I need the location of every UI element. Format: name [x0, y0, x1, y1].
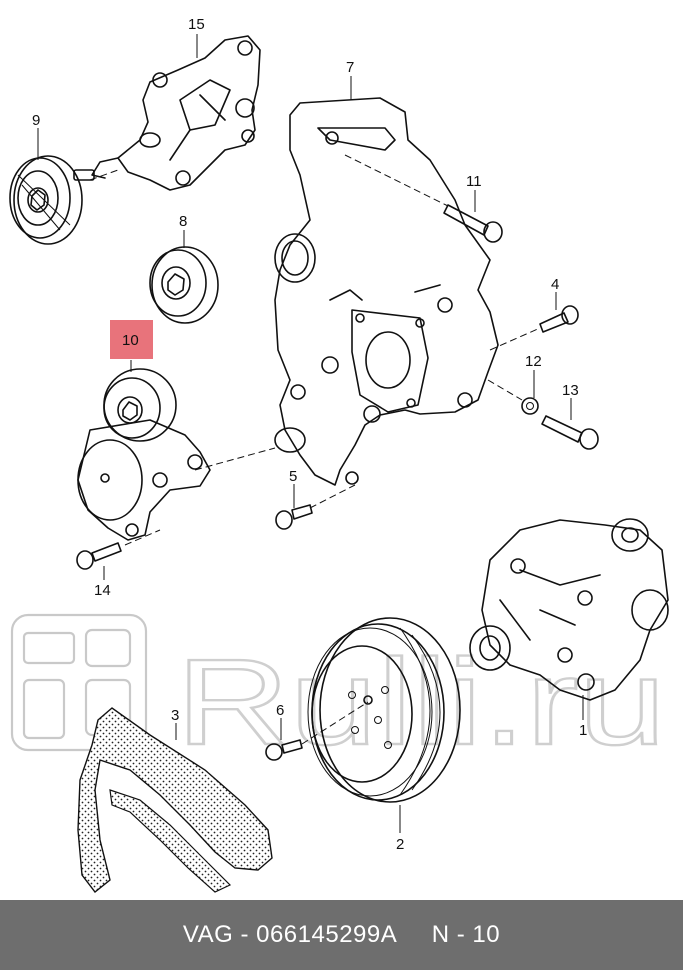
label-part-4[interactable]: 4	[551, 276, 559, 293]
label-part-3[interactable]: 3	[171, 707, 179, 724]
label-part-1[interactable]: 1	[579, 722, 587, 739]
part-14-bolt	[76, 542, 122, 570]
label-part-5[interactable]: 5	[289, 468, 297, 485]
highlight-box	[110, 320, 153, 359]
label-part-10[interactable]: 10	[122, 332, 139, 349]
part-12-washer	[521, 397, 539, 415]
label-part-9[interactable]: 9	[32, 112, 40, 129]
label-part-6[interactable]: 6	[276, 702, 284, 719]
label-part-13[interactable]: 13	[562, 382, 579, 399]
part-9-pulley	[9, 155, 95, 245]
label-part-11[interactable]: 11	[466, 173, 482, 190]
watermark: Rulli.ru	[10, 613, 667, 771]
label-part-14[interactable]: 14	[94, 582, 111, 599]
leader-lines	[37, 34, 584, 833]
label-part-2[interactable]: 2	[396, 836, 404, 853]
part-labels: 15 9 8 10 7 11 4 12 13 5 14 3 6 2 1	[32, 16, 587, 853]
alignment-lines	[89, 154, 541, 745]
part-15-bracket	[91, 35, 261, 191]
part-5-bolt	[275, 504, 313, 530]
part-4-bolt	[539, 305, 579, 333]
part-3-belt	[77, 707, 273, 893]
part-11-bolt	[443, 204, 503, 243]
part-6-bolt	[265, 739, 303, 761]
part-number-caption: VAG - 066145299A N - 10	[182, 921, 501, 948]
part-1-pump	[469, 518, 669, 701]
part-7-bracket	[274, 97, 499, 486]
parts-diagram: Rulli.ru	[9, 16, 669, 893]
part-10-tensioner	[77, 368, 211, 541]
part-13-bolt	[541, 415, 599, 450]
part-8-roller	[149, 246, 219, 324]
label-part-15[interactable]: 15	[188, 16, 205, 33]
footer-bar: VAG - 066145299A N - 10	[0, 900, 683, 970]
watermark-text: Rulli.ru	[176, 634, 666, 770]
part-2-pulley	[307, 617, 461, 803]
label-part-7[interactable]: 7	[346, 59, 354, 76]
label-part-8[interactable]: 8	[179, 213, 187, 230]
label-part-12[interactable]: 12	[525, 353, 542, 370]
